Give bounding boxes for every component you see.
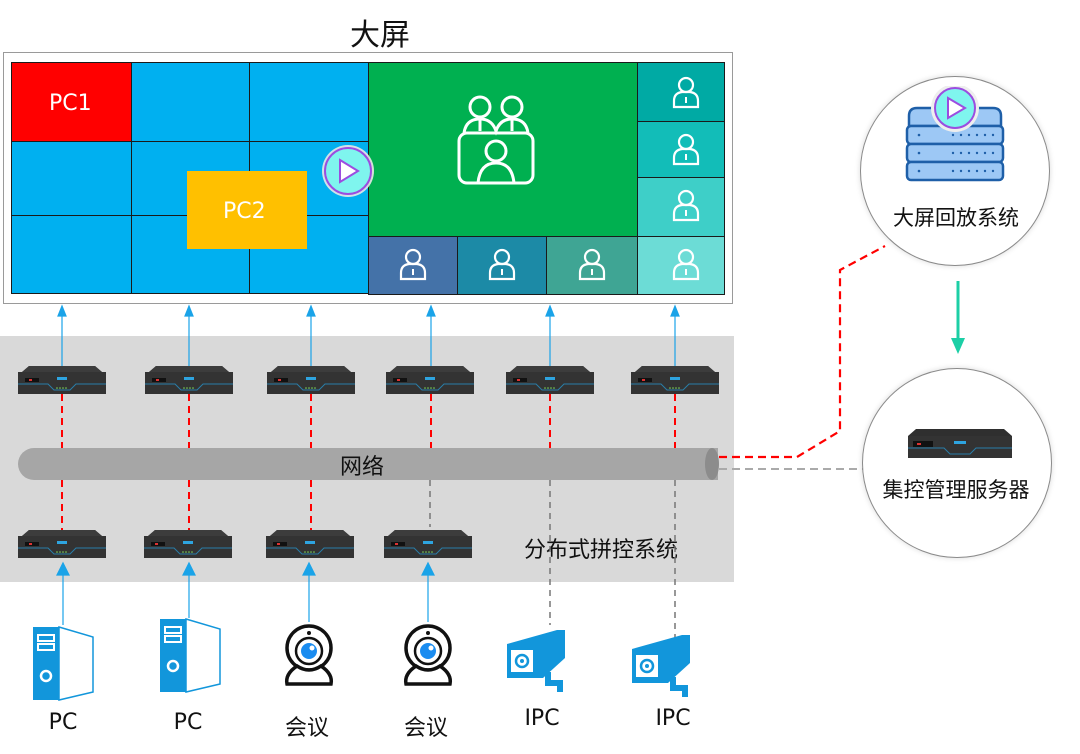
ipc-camera-icon[interactable] bbox=[507, 630, 565, 692]
arrow-head bbox=[302, 561, 316, 576]
arrow-head bbox=[670, 304, 680, 317]
output-encoder bbox=[17, 365, 107, 395]
pc-icon[interactable] bbox=[33, 625, 94, 701]
webcam-icon[interactable] bbox=[284, 624, 334, 686]
participant-tile[interactable] bbox=[637, 177, 725, 237]
arrow-head bbox=[545, 304, 555, 317]
arrow-head bbox=[182, 561, 196, 576]
participant-tile[interactable] bbox=[637, 236, 725, 295]
input-encoder bbox=[383, 529, 473, 559]
participant-tile[interactable] bbox=[546, 236, 638, 295]
playback-system-label: 大屏回放系统 bbox=[893, 206, 1019, 230]
output-encoder bbox=[144, 365, 234, 395]
network-pipe bbox=[18, 448, 718, 480]
source-label: IPC bbox=[524, 706, 560, 731]
input-encoder bbox=[17, 529, 107, 559]
output-encoder bbox=[505, 365, 595, 395]
window-label-pc1: PC1 bbox=[49, 91, 92, 116]
source-label: 会议 bbox=[284, 716, 329, 741]
wall-tile bbox=[11, 215, 132, 294]
control-server-icon bbox=[908, 429, 1012, 458]
network-pipe-end bbox=[705, 448, 719, 480]
arrow-head bbox=[951, 338, 965, 354]
network-label: 网络 bbox=[340, 455, 385, 480]
conference-window[interactable] bbox=[368, 62, 638, 237]
control-server-label: 集控管理服务器 bbox=[882, 478, 1030, 502]
arrow-head bbox=[184, 304, 194, 317]
output-encoder bbox=[266, 365, 356, 395]
source-label: 会议 bbox=[403, 716, 448, 741]
wall-tile bbox=[11, 141, 132, 216]
arrow-head bbox=[57, 304, 67, 317]
input-encoder bbox=[143, 529, 233, 559]
output-encoder bbox=[630, 365, 720, 395]
conference-icon bbox=[457, 95, 535, 185]
page-title: 大屏 bbox=[350, 18, 410, 53]
arrow-head bbox=[306, 304, 316, 317]
window-pc2[interactable] bbox=[187, 171, 307, 249]
playback-link bbox=[719, 245, 886, 459]
control-server-node[interactable] bbox=[862, 368, 1052, 558]
playback-server-icon bbox=[905, 86, 1005, 182]
window-label-pc2: PC2 bbox=[223, 199, 266, 224]
ipc-camera-icon[interactable] bbox=[632, 635, 690, 697]
webcam-icon[interactable] bbox=[403, 624, 453, 686]
source-label: PC bbox=[48, 710, 78, 735]
source-label: PC bbox=[173, 710, 203, 735]
arrow-head bbox=[426, 304, 436, 317]
arrow-head bbox=[56, 561, 70, 576]
input-encoder bbox=[265, 529, 355, 559]
output-encoder bbox=[385, 365, 475, 395]
source-label: IPC bbox=[655, 706, 691, 731]
pc-icon[interactable] bbox=[160, 617, 221, 693]
arrow-head bbox=[421, 561, 435, 576]
playback-indicator-icon[interactable] bbox=[322, 145, 374, 197]
